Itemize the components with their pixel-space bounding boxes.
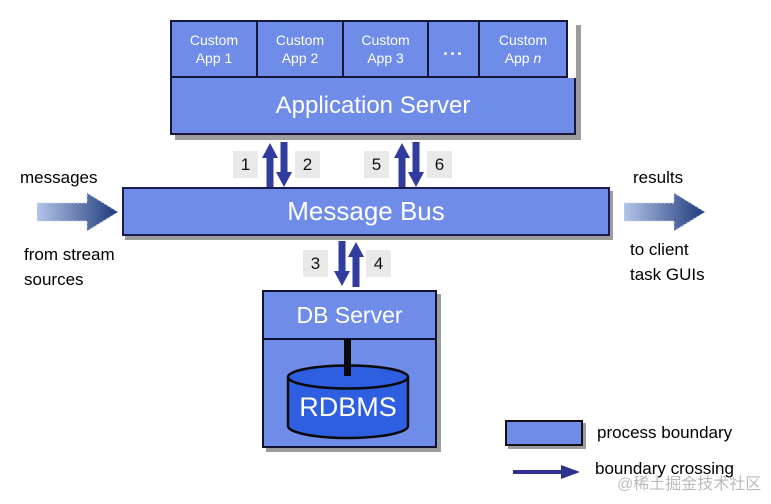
custom-app-3-line1: Custom — [361, 32, 410, 48]
step-5-chip: 5 — [364, 151, 389, 178]
custom-app-3-box: Custom App 3 — [342, 20, 429, 78]
db-rdbms-connector — [344, 339, 351, 376]
legend-boundary-crossing-label: boundary crossing — [595, 459, 734, 478]
legend-process-boundary-label: process boundary — [597, 423, 733, 442]
db-server-box: DB Server — [264, 292, 435, 340]
custom-app-1-line2: App 1 — [195, 50, 233, 66]
custom-app-1-box: Custom App 1 — [170, 20, 258, 78]
messages-label: messages — [20, 168, 98, 187]
message-bus-box: Message Bus — [122, 187, 610, 236]
custom-app-2-line2: App 2 — [281, 50, 319, 66]
application-server-box: Application Server — [170, 78, 576, 135]
step-4-chip: 4 — [366, 250, 391, 277]
rdbms-cylinder-icon — [286, 364, 410, 440]
watermark: @稀土掘金技术社区 — [617, 476, 762, 493]
message-bus-label: Message Bus — [287, 196, 445, 226]
results-flow-arrow-icon — [624, 192, 706, 232]
application-server-group: Custom App 1 Custom App 2 Custom App 3 .… — [170, 20, 576, 135]
db-server-label: DB Server — [296, 301, 403, 328]
up-down-arrow-1-2-icon — [262, 142, 292, 188]
ellipsis-dots: ... — [442, 39, 464, 59]
results-label: results — [633, 168, 684, 187]
step-1-chip: 1 — [233, 151, 258, 178]
custom-app-n-box: Custom App n — [478, 20, 568, 78]
step-2-chip: 2 — [295, 151, 320, 178]
custom-app-3-line2: App 3 — [367, 50, 404, 66]
right-flow-caption: to client task GUIs — [630, 240, 705, 284]
custom-app-2-line1: Custom — [275, 32, 325, 48]
rdbms-label: RDBMS — [299, 392, 397, 422]
step-6-chip: 6 — [427, 151, 452, 178]
custom-app-1-line1: Custom — [189, 32, 239, 48]
custom-apps-row: Custom App 1 Custom App 2 Custom App 3 .… — [170, 20, 576, 78]
down-up-arrow-3-4-icon — [334, 241, 364, 287]
legend-boundary-crossing-arrow-icon — [513, 465, 580, 479]
application-server-label: Application Server — [275, 91, 471, 119]
custom-app-n-line1: Custom — [498, 32, 548, 48]
legend-process-boundary-swatch — [505, 420, 583, 446]
custom-app-ellipsis-box: ... — [427, 20, 480, 78]
up-down-arrow-5-6-icon — [394, 142, 424, 188]
custom-app-n-line2: App n — [504, 50, 542, 66]
messages-flow-arrow-icon — [37, 192, 119, 232]
step-3-chip: 3 — [303, 250, 328, 277]
left-flow-caption: from stream sources — [24, 245, 115, 289]
custom-app-2-box: Custom App 2 — [256, 20, 344, 78]
